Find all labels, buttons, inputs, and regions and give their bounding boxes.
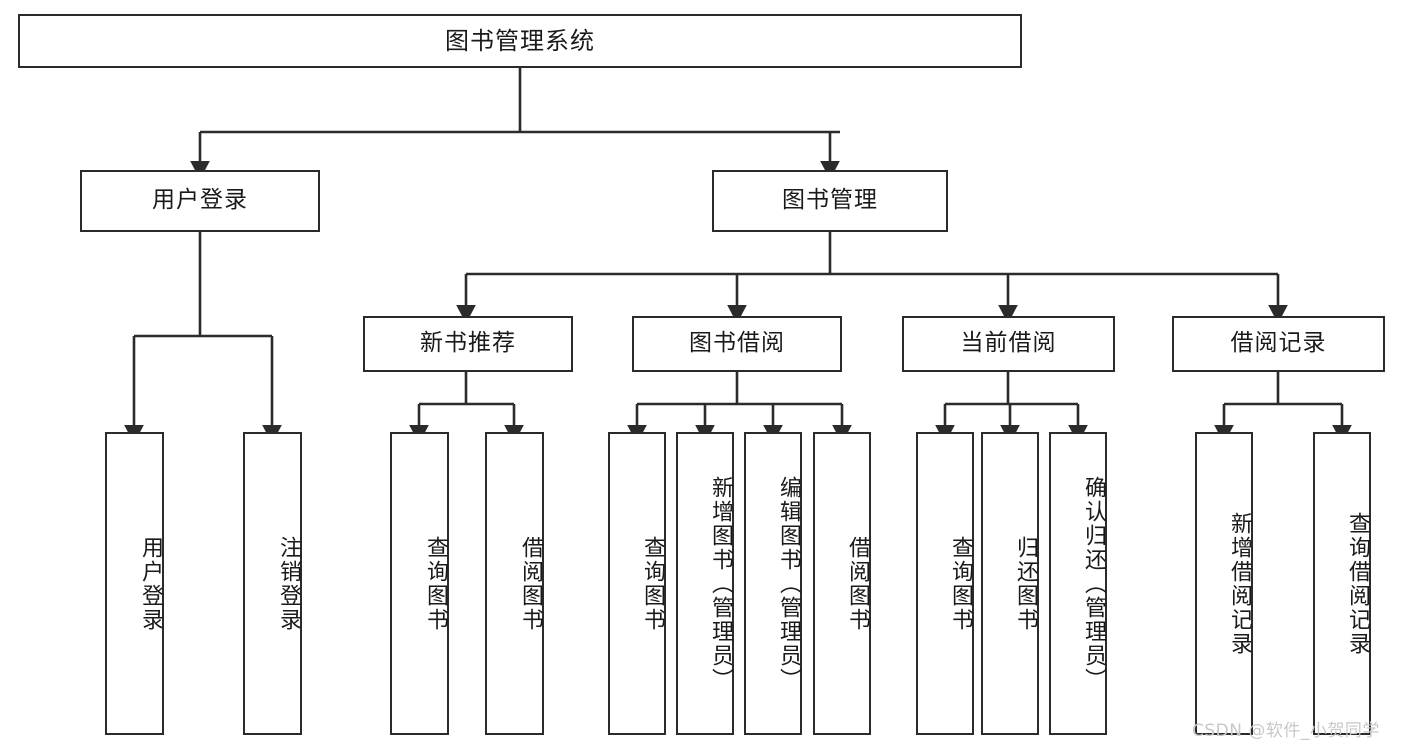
leaf-user-login-signout[interactable]: 注销登录 bbox=[243, 432, 302, 735]
node-user-login[interactable]: 用户登录 bbox=[80, 170, 320, 232]
node-book-management[interactable]: 图书管理 bbox=[712, 170, 948, 232]
leaf-new-book-query[interactable]: 查询图书 bbox=[390, 432, 449, 735]
leaf-borrow-record-query[interactable]: 查询借阅记录 bbox=[1313, 432, 1371, 735]
leaf-book-borrow-add[interactable]: 新增图书（管理员） bbox=[676, 432, 734, 735]
leaf-book-borrow-edit[interactable]: 编辑图书（管理员） bbox=[744, 432, 802, 735]
leaf-book-borrow-query[interactable]: 查询图书 bbox=[608, 432, 666, 735]
watermark-csdn: CSDN @软件_小贺同学 bbox=[1192, 721, 1380, 741]
leaf-new-book-borrow[interactable]: 借阅图书 bbox=[485, 432, 544, 735]
node-book-borrow[interactable]: 图书借阅 bbox=[632, 316, 842, 372]
leaf-current-borrow-return[interactable]: 归还图书 bbox=[981, 432, 1039, 735]
leaf-borrow-record-add[interactable]: 新增借阅记录 bbox=[1195, 432, 1253, 735]
leaf-user-login-signin[interactable]: 用户登录 bbox=[105, 432, 164, 735]
leaf-book-borrow-lend[interactable]: 借阅图书 bbox=[813, 432, 871, 735]
node-current-borrow[interactable]: 当前借阅 bbox=[902, 316, 1115, 372]
node-borrow-record[interactable]: 借阅记录 bbox=[1172, 316, 1385, 372]
leaf-current-borrow-confirm-return[interactable]: 确认归还（管理员） bbox=[1049, 432, 1107, 735]
node-root-library-system[interactable]: 图书管理系统 bbox=[18, 14, 1022, 68]
leaf-current-borrow-query[interactable]: 查询图书 bbox=[916, 432, 974, 735]
node-new-book-recommend[interactable]: 新书推荐 bbox=[363, 316, 573, 372]
